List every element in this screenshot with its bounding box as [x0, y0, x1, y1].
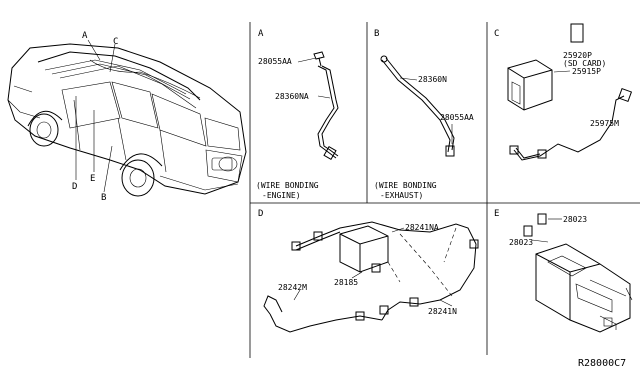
panel-b-part-28360n: 28360N: [418, 75, 447, 84]
panel-d-part-28241n: 28241N: [428, 307, 457, 316]
vehicle-callout-e: E: [90, 174, 95, 184]
panel-c-part-25975m: 25975M: [590, 119, 619, 128]
panel-c-part-sd-card: (SD CARD): [563, 59, 606, 68]
connector-icon: [523, 213, 547, 237]
panel-c-letter: C: [494, 29, 499, 39]
panel-e-part-28023-lower: 28023: [509, 238, 533, 247]
panel-dividers: [249, 22, 640, 358]
panel-b-part-28055aa: 28055AA: [440, 113, 474, 122]
panel-a-part-28055aa: 28055AA: [258, 57, 292, 66]
panel-a-part-28360na: 28360NA: [275, 92, 309, 101]
control-module-icon: [339, 225, 389, 273]
panel-d-letter: D: [258, 209, 263, 219]
panel-a-note-line2: -ENGINE): [262, 191, 301, 200]
vehicle-illustration: [7, 43, 247, 197]
vehicle-callout-d: D: [72, 182, 77, 192]
panel-d-part-28241na: 28241NA: [405, 223, 439, 232]
bolt-icon: [313, 51, 325, 67]
vehicle-leaders: [75, 39, 116, 193]
panel-b-letter: B: [374, 29, 379, 39]
center-console-icon: [535, 243, 633, 333]
vehicle-callout-b: B: [101, 193, 106, 203]
panel-c-part-25915p: 25915P: [572, 67, 601, 76]
panel-c: C 25920P (SD CARD) 25915P 25975M: [494, 23, 633, 161]
panel-e-part-28023-upper: 28023: [563, 215, 587, 224]
sd-card-icon: [570, 23, 584, 43]
vehicle-callout-a: A: [82, 31, 88, 41]
panel-a-note-line1: (WIRE BONDING: [256, 181, 319, 190]
panel-a-letter: A: [258, 29, 264, 39]
nav-unit-icon: [507, 59, 553, 111]
panel-e: E 28023 28023: [494, 209, 633, 333]
diagram-code: R28000C7: [578, 358, 626, 369]
panel-d: D 28241NA 28185 28242M: [258, 209, 479, 333]
panel-d-part-28185: 28185: [334, 278, 358, 287]
panel-d-part-28242m: 28242M: [278, 283, 307, 292]
panel-b-note-line2: -EXHAUST): [380, 191, 423, 200]
panel-e-letter: E: [494, 209, 499, 219]
vehicle-callout-c: C: [113, 37, 118, 47]
panel-b: B 28360N 28055AA (WIRE BONDING -EXHAUST): [374, 29, 474, 200]
panel-c-part-25920p: 25920P: [563, 51, 592, 60]
panel-a: A 28055AA 28360NA (WIRE BONDING -ENGINE): [256, 29, 339, 200]
panel-b-note-line1: (WIRE BONDING: [374, 181, 437, 190]
